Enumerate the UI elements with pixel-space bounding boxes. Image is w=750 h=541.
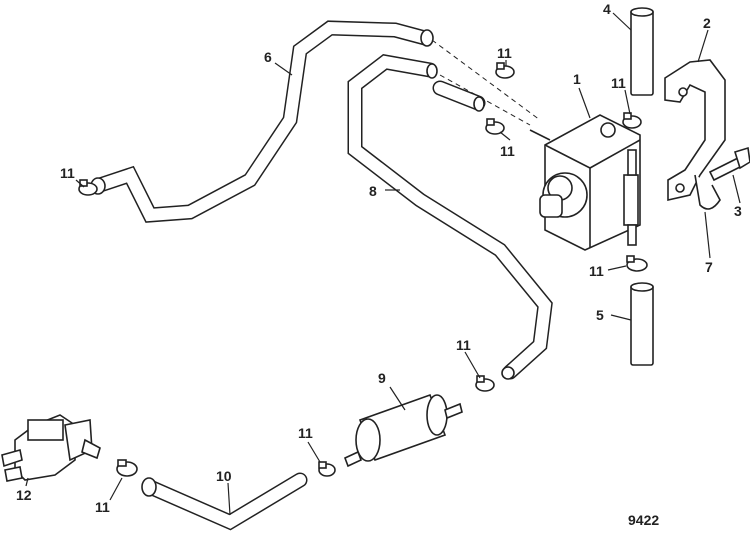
callout-11: 11	[60, 165, 75, 181]
hose-clamp	[475, 375, 495, 392]
alignment-line	[439, 74, 531, 126]
hose-6	[90, 20, 434, 223]
hose-5	[630, 282, 654, 366]
callout-11: 11	[589, 263, 604, 279]
hose-clamp	[626, 255, 648, 272]
j-clip	[694, 174, 721, 210]
callout-10: 10	[216, 468, 232, 484]
callout-1: 1	[573, 71, 581, 87]
fuel-filter	[343, 393, 463, 468]
hose-clamp	[622, 112, 642, 129]
leader-lines	[25, 12, 741, 516]
alignment-line	[431, 39, 541, 121]
hose-clamp	[485, 118, 505, 135]
figure-id: 9422	[628, 512, 659, 528]
bolt	[708, 146, 750, 182]
hose-clamp	[318, 461, 336, 477]
bracket	[664, 59, 726, 202]
callout-11: 11	[497, 45, 512, 61]
hose-10	[141, 472, 308, 531]
callout-7: 7	[705, 259, 713, 275]
callout-5: 5	[596, 307, 604, 323]
callout-11: 11	[611, 75, 626, 91]
callout-9: 9	[378, 370, 386, 386]
callout-8: 8	[369, 183, 377, 199]
hose-clamp	[116, 459, 138, 477]
callout-6: 6	[264, 49, 272, 65]
hose-4	[630, 7, 654, 96]
callout-11: 11	[95, 499, 110, 515]
fuel-pump	[529, 114, 641, 251]
callout-2: 2	[703, 15, 711, 31]
hose-clamp	[495, 62, 515, 79]
callout-12: 12	[16, 487, 32, 503]
hose-8	[347, 54, 553, 380]
hose-segment	[432, 80, 486, 112]
callout-3: 3	[734, 203, 742, 219]
callout-11: 11	[500, 143, 515, 159]
callout-11: 11	[456, 337, 471, 353]
callout-4: 4	[603, 1, 611, 17]
fuel-connector	[1, 414, 101, 482]
callout-11: 11	[298, 425, 313, 441]
